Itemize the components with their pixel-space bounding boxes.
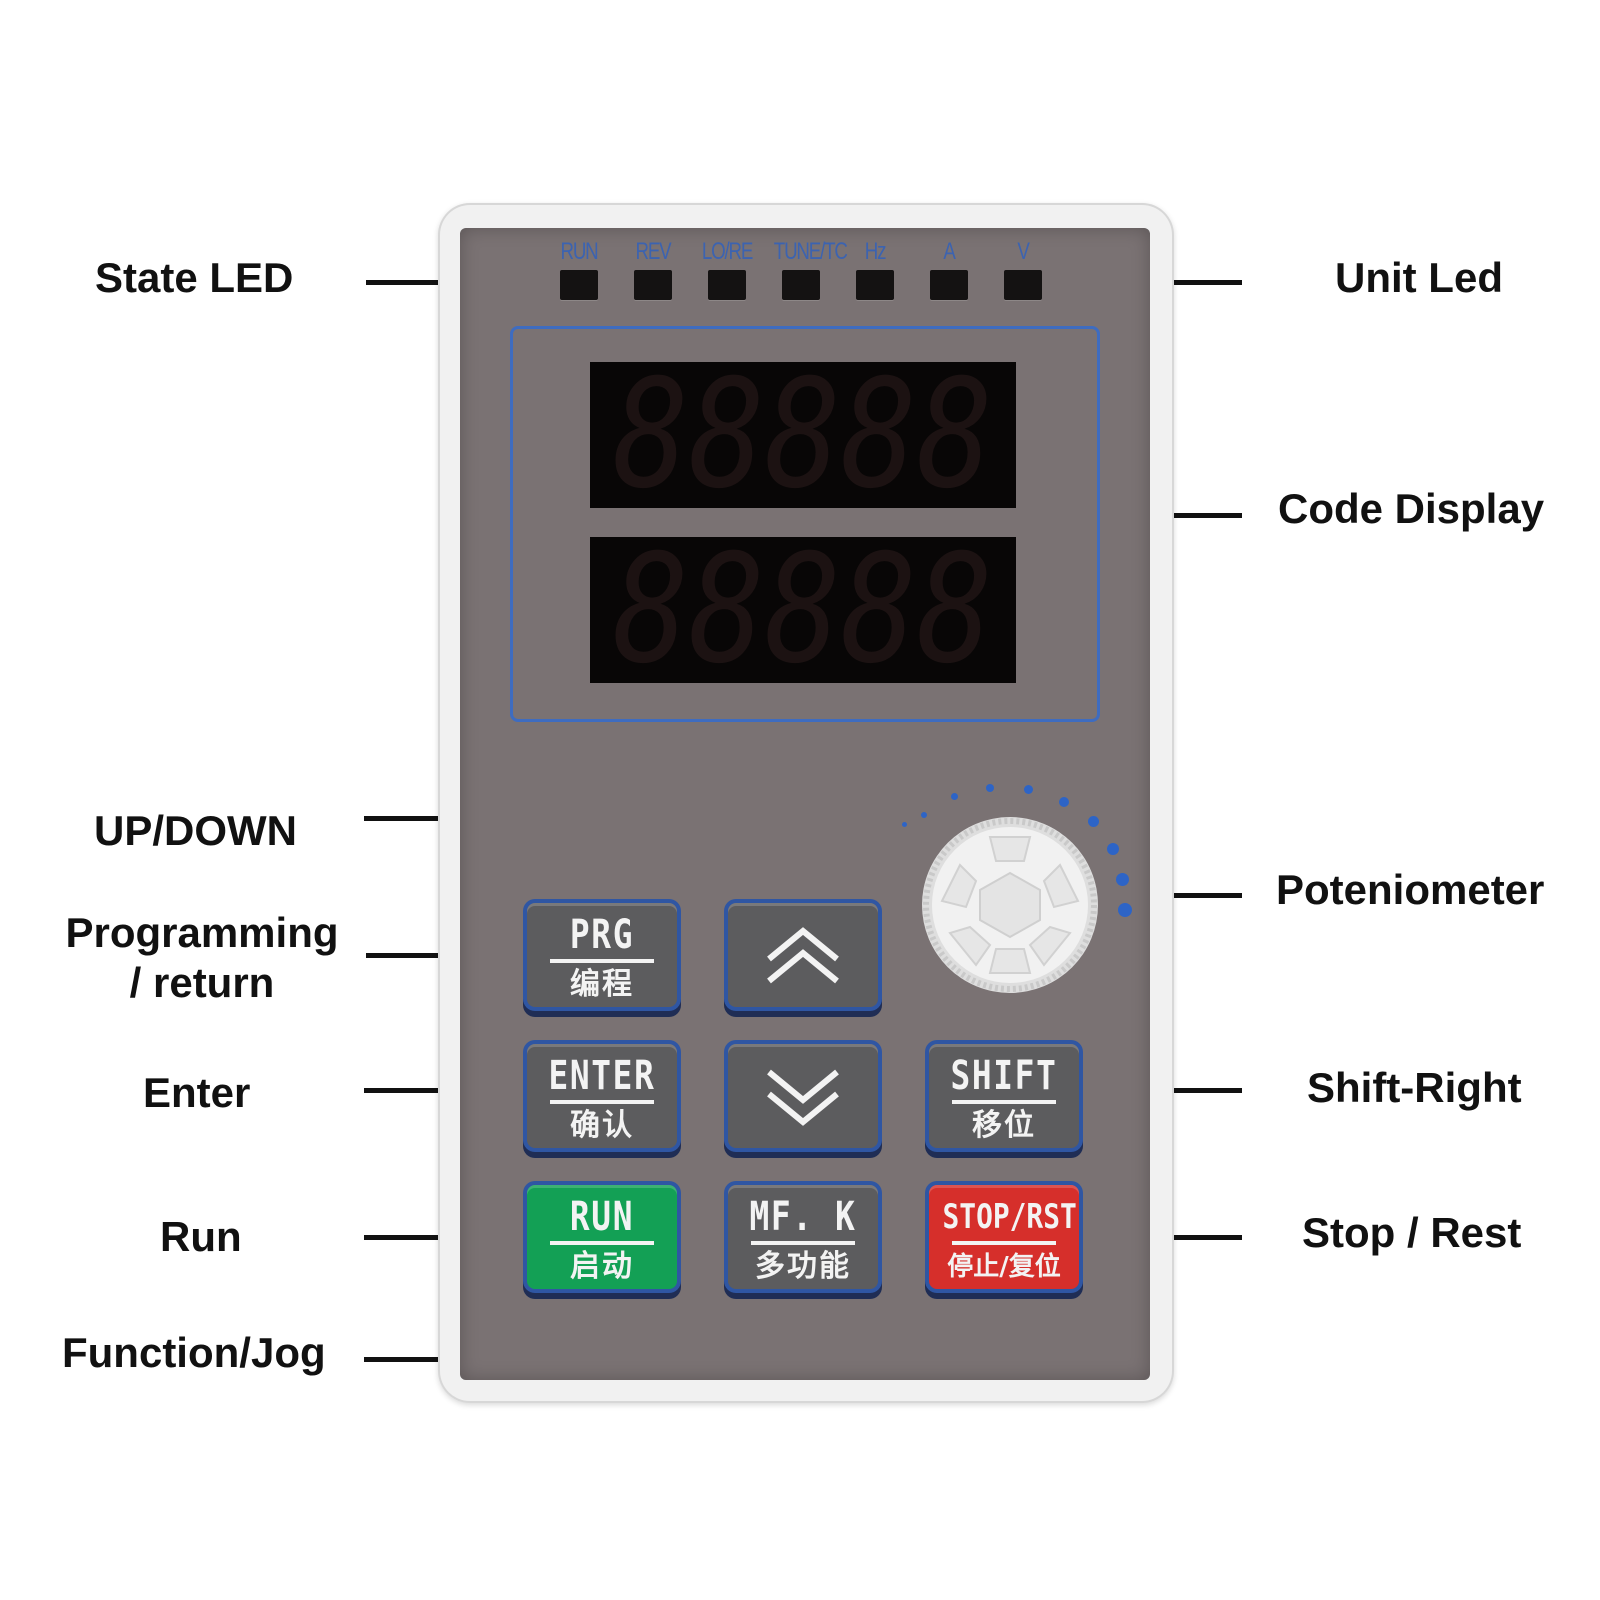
leader-shift-right	[1114, 1088, 1242, 1093]
code-display-upper: 88888	[590, 362, 1016, 508]
shift-button-divider	[952, 1100, 1056, 1104]
code-display-lower: 88888	[590, 537, 1016, 683]
run-button-sublabel: 启动	[570, 1249, 634, 1284]
enter-button-divider	[550, 1100, 654, 1104]
shift-button[interactable]: SHIFT 移位	[929, 1044, 1079, 1148]
callout-potentiometer: Poteniometer	[1276, 866, 1545, 913]
led-v	[1004, 270, 1042, 300]
prg-button-divider	[550, 959, 654, 963]
run-button-divider	[550, 1241, 654, 1245]
mf-k-button[interactable]: MF. K 多功能	[728, 1185, 878, 1289]
dial-dot	[1107, 843, 1119, 855]
leader-run	[364, 1235, 502, 1240]
dial-dot	[1116, 873, 1129, 886]
stop-rst-button-label: STOP/RST	[942, 1197, 1077, 1237]
dial-dot	[1118, 903, 1132, 917]
run-button-label: RUN	[569, 1194, 635, 1240]
dial-dot	[1088, 816, 1099, 827]
up-button[interactable]	[728, 903, 878, 1007]
enter-button-sublabel: 确认	[570, 1108, 634, 1143]
enter-button-label: ENTER	[548, 1053, 656, 1099]
enter-button[interactable]: ENTER 确认	[527, 1044, 677, 1148]
led-a	[930, 270, 968, 300]
led-run	[560, 270, 598, 300]
mf-k-button-label: MF. K	[749, 1194, 857, 1240]
callout-shift-right: Shift-Right	[1307, 1064, 1522, 1111]
led-rev	[634, 270, 672, 300]
leader-programming	[366, 953, 502, 958]
indicator-label-rev: REV	[635, 238, 671, 265]
run-button[interactable]: RUN 启动	[527, 1185, 677, 1289]
mf-k-button-divider	[751, 1241, 855, 1245]
callout-code-display: Code Display	[1278, 485, 1545, 532]
prg-button-sublabel: 编程	[570, 967, 634, 1002]
potentiometer-knob[interactable]	[920, 815, 1100, 995]
led-hz	[856, 270, 894, 300]
callout-stop-rest: Stop / Rest	[1302, 1209, 1522, 1256]
led-lo-re	[708, 270, 746, 300]
dial-dot	[951, 793, 958, 800]
mf-k-button-sublabel: 多功能	[755, 1249, 851, 1284]
callout-unit-led: Unit Led	[1335, 254, 1503, 301]
callout-enter: Enter	[143, 1069, 251, 1116]
dial-dot	[1059, 797, 1069, 807]
code-display-upper-digits: 88888	[613, 362, 993, 508]
stop-rst-button[interactable]: STOP/RST 停止/复位	[929, 1185, 1079, 1289]
callout-function-jog: Function/Jog	[62, 1329, 326, 1376]
indicator-label-lo-re: LO/RE	[701, 238, 754, 265]
stop-rst-button-divider	[952, 1241, 1056, 1245]
chevron-up-icon	[767, 927, 839, 984]
dial-dot	[1024, 785, 1033, 794]
callout-state-led: State LED	[95, 254, 294, 301]
prg-button-label: PRG	[569, 912, 635, 958]
dial-dot	[921, 812, 927, 818]
leader-potentiometer	[1116, 893, 1242, 898]
shift-button-label: SHIFT	[950, 1053, 1058, 1099]
dial-dot	[902, 822, 907, 827]
chevron-down-icon	[767, 1069, 839, 1126]
prg-button[interactable]: PRG 编程	[527, 903, 677, 1007]
indicator-label-tune-tc: TUNE/TC	[773, 238, 848, 265]
code-display-lower-digits: 88888	[613, 537, 993, 683]
dial-dot	[986, 784, 994, 792]
leader-enter	[364, 1088, 502, 1093]
down-button[interactable]	[728, 1044, 878, 1148]
callout-programming-line1: Programming	[65, 909, 339, 956]
callout-run: Run	[160, 1213, 242, 1260]
callout-programming-line2: / return	[129, 959, 275, 1006]
leader-state-led	[366, 280, 504, 285]
leader-stop-rest	[1116, 1235, 1242, 1240]
code-display-frame	[510, 326, 1100, 722]
indicator-label-hz: Hz	[864, 238, 887, 265]
indicator-label-v: V	[1017, 238, 1029, 265]
callout-programming-return: Programming / return	[56, 908, 348, 1008]
stop-rst-button-sublabel: 停止/复位	[947, 1252, 1061, 1282]
indicator-label-a: A	[943, 238, 955, 265]
led-tune-tc	[782, 270, 820, 300]
callout-up-down: UP/DOWN	[94, 807, 297, 854]
shift-button-sublabel: 移位	[972, 1108, 1036, 1143]
indicator-label-run: RUN	[560, 238, 598, 265]
